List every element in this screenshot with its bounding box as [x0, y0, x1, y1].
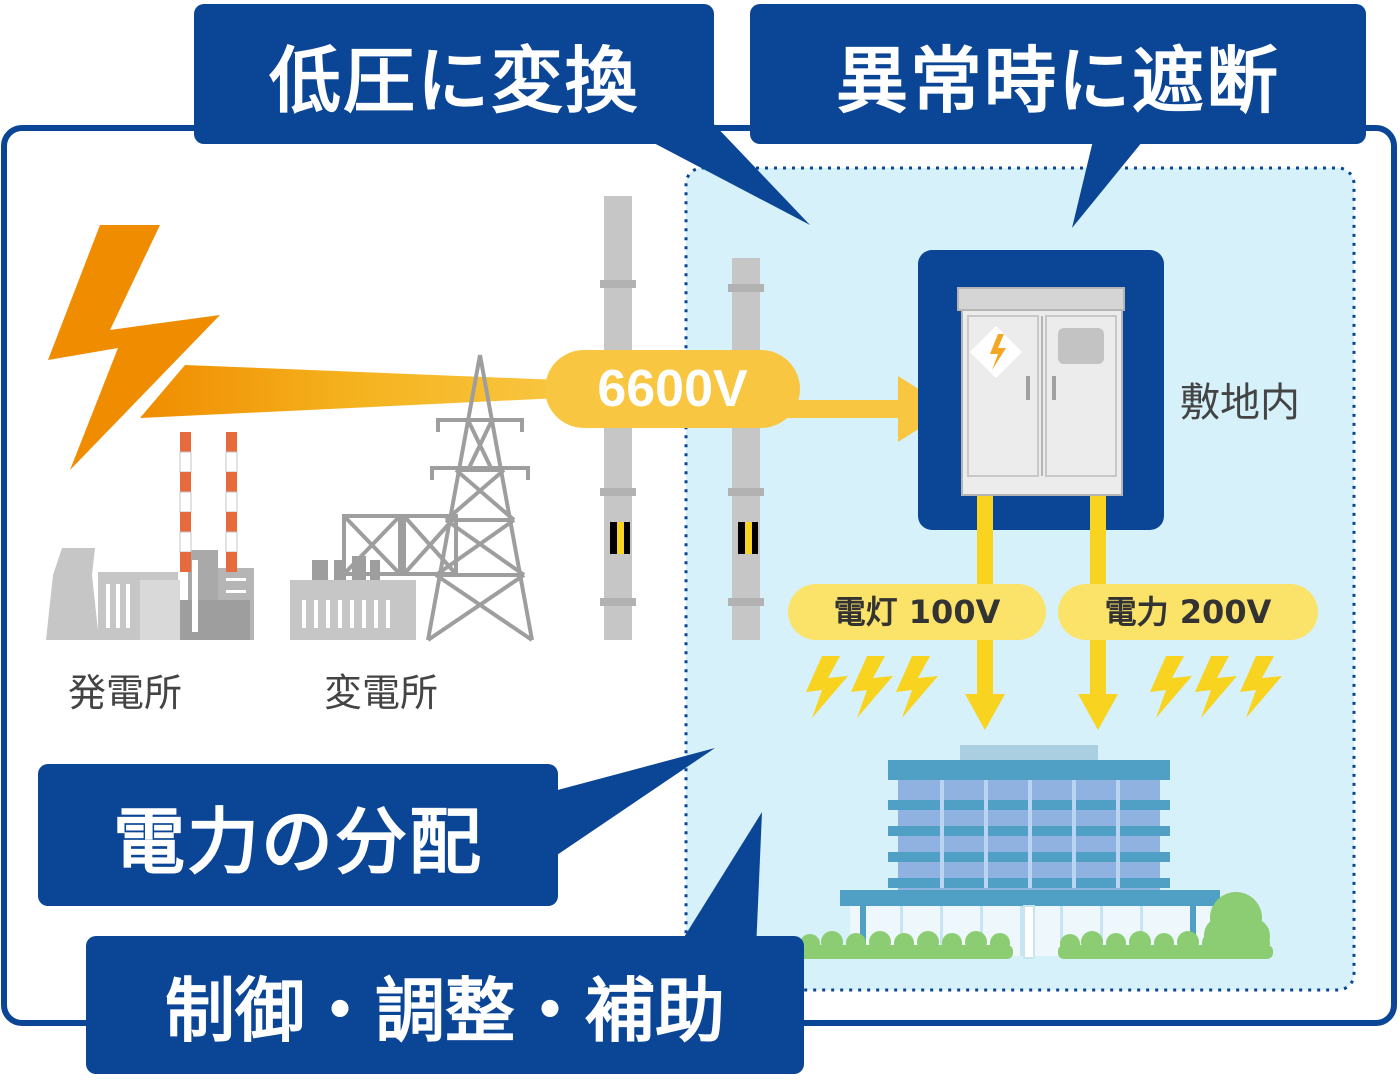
callout-control: 制御・調整・補助	[86, 936, 804, 1074]
power-plant-icon	[46, 548, 254, 640]
premises-area	[684, 166, 1356, 992]
tail-interrupt	[1072, 120, 1160, 228]
small-lightning-right-icon	[1150, 656, 1282, 718]
tail-control	[676, 812, 762, 950]
small-lightning-left-icon	[806, 656, 938, 718]
power-voltage-label: 電力 200V	[1104, 593, 1272, 631]
power-plant-chimney-left	[179, 432, 192, 572]
power-pill	[1058, 584, 1318, 640]
high-voltage-label: 6600V	[597, 360, 748, 418]
lighting-pill	[788, 584, 1046, 640]
warning-lightning-icon	[990, 334, 1006, 370]
premises-label: 敷地内	[1180, 380, 1300, 426]
hedge-right	[1058, 931, 1273, 959]
power-plant-label: 発電所	[68, 671, 183, 715]
cubicle-icon	[918, 250, 1164, 530]
tail-distribution	[520, 748, 715, 880]
substation-label: 変電所	[324, 671, 439, 715]
lighting-arrow-head	[965, 694, 1005, 730]
callout-interrupt: 異常時に遮断	[750, 4, 1366, 144]
high-voltage-pill	[545, 350, 800, 428]
lightning-bolt-icon	[48, 225, 220, 470]
power-arrow-head	[1078, 694, 1118, 730]
power-plant-chimney-right	[225, 432, 238, 572]
arrow-to-cubicle-shaft	[770, 400, 902, 418]
callout-distribution: 電力の分配	[38, 764, 558, 906]
hedge-left	[798, 931, 1013, 959]
transmission-tower-icon	[426, 354, 534, 642]
lighting-voltage-label: 電灯 100V	[833, 593, 1001, 631]
tail-low-voltage	[610, 120, 810, 225]
utility-pole-right	[728, 258, 764, 640]
callout-low-voltage: 低圧に変換	[194, 4, 714, 144]
power-beam	[140, 365, 560, 418]
